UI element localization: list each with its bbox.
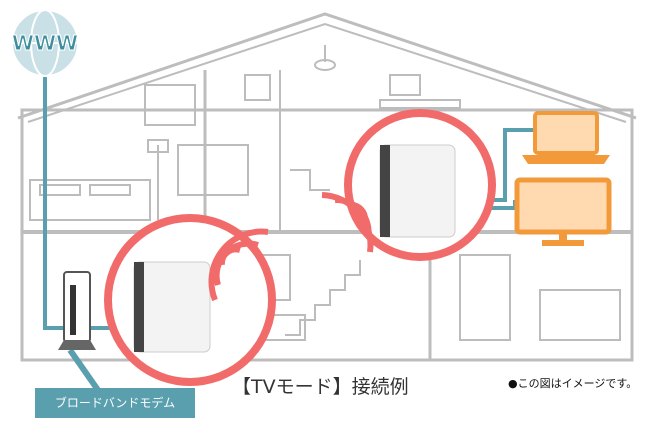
- tv-icon: [514, 177, 612, 246]
- modem-label: ブロードバンドモデム: [35, 388, 195, 418]
- modem-icon: [58, 271, 96, 350]
- router-upstairs: [321, 109, 496, 261]
- modem-pointer: [67, 348, 103, 395]
- diagram-caption: 【TVモード】接続例: [232, 376, 409, 398]
- wifi-signal-icon: [321, 192, 374, 253]
- wifi-signal-icon: [208, 228, 269, 302]
- laptop-icon: [522, 111, 610, 164]
- globe-text: WWW: [12, 31, 78, 55]
- image-note: ●この図はイメージです。: [508, 377, 638, 390]
- router-downstairs: [104, 214, 276, 386]
- globe-icon: WWW: [11, 9, 79, 77]
